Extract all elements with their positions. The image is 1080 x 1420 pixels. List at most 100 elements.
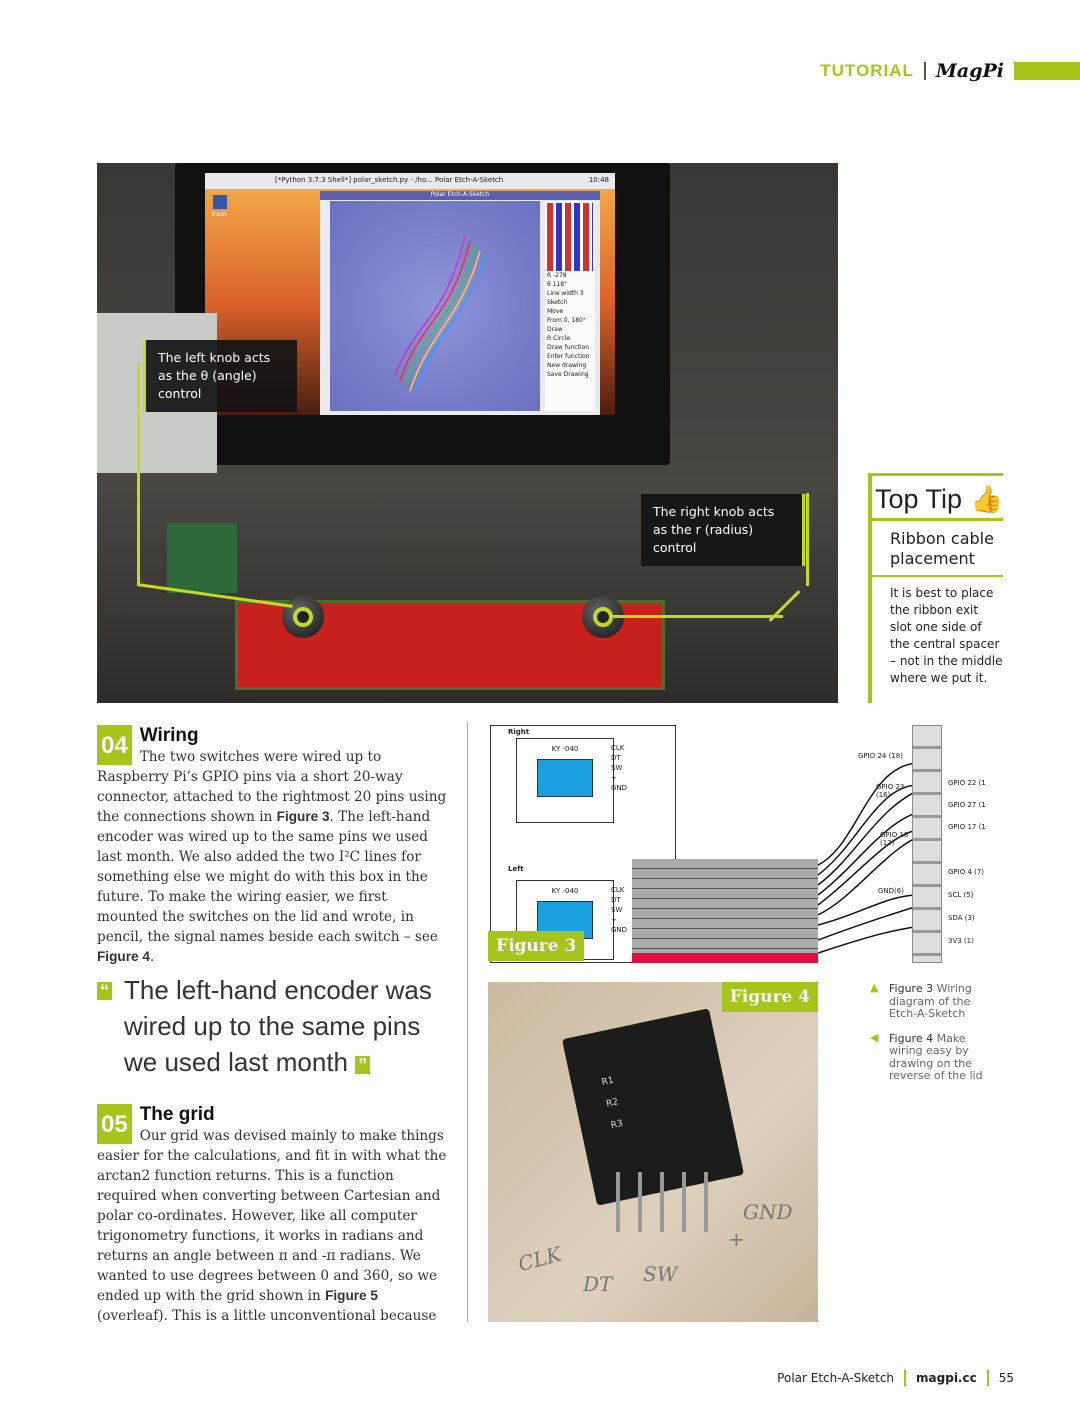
page-header: TUTORIAL MagPi [820, 60, 1080, 82]
taskbar-text: [*Python 3.7.3 Shell*] polar_sketch.py -… [275, 176, 504, 184]
step-number: 05 [97, 1104, 132, 1144]
footer-site-link[interactable]: magpi.cc [916, 1371, 977, 1385]
caption-ref: Figure 4 [889, 1031, 934, 1045]
menu-item: Move [547, 308, 564, 315]
control-panel: R -278 θ 118° Line width 3 Sketch Move F… [545, 201, 595, 411]
top-tip-subtitle: Ribbon cable placement [872, 521, 1003, 577]
trash-label: Trash [211, 211, 227, 218]
menu-item: Save Drawing [547, 371, 589, 378]
callout-right: The right knob acts as the r (radius) co… [641, 494, 805, 566]
gpio-label: GPIO 24 (18) [858, 752, 903, 760]
color-palette [547, 203, 593, 271]
figure-ref: Figure 5 [325, 1288, 378, 1303]
window-title: Polar Etch-A-Sketch [320, 191, 600, 200]
figure-3-label: Figure 3 [488, 931, 585, 961]
top-tip-box: Top Tip👍 Ribbon cable placement It is be… [868, 473, 1003, 703]
menu-item: Line width 3 [547, 290, 584, 297]
menu-item: From 0, 180° [547, 317, 586, 324]
taskbar: [*Python 3.7.3 Shell*] polar_sketch.py -… [205, 173, 615, 189]
encoder-body [537, 759, 593, 797]
accent-bar [1014, 62, 1080, 80]
top-tip-title: Top Tip👍 [872, 473, 1003, 521]
gpio-header [912, 725, 942, 963]
gpio-label: GPIO 17 (1 [948, 823, 986, 831]
pin-label: SW [611, 764, 623, 772]
pull-quote: “ The left-hand encoder was wired up to … [97, 972, 447, 1080]
raspberry-pi [167, 523, 237, 593]
pin-label: DT [611, 754, 621, 762]
polar-plot [330, 201, 540, 411]
caption-ref: Figure 3 [889, 982, 934, 995]
figure-4-label: Figure 4 [721, 982, 818, 1012]
app-window: Polar Etch-A-Sketch R -278 θ 118° Line w… [320, 191, 600, 415]
step-heading: The grid [139, 1104, 215, 1125]
caption-figure-4: ◀ Figure 4 Make wiring easy by drawing on… [870, 1030, 1000, 1083]
callout-line [768, 590, 801, 622]
menu-item: Sketch [547, 299, 568, 306]
triangle-left-icon: ◀ [870, 1030, 879, 1044]
module-label: KY -040 [551, 745, 579, 753]
right-encoder: KY -040 [516, 738, 614, 823]
left-label: Left [508, 865, 524, 873]
gpio-label: SDA (3) [948, 914, 975, 922]
pin-label: + [611, 774, 617, 782]
menu-item: New drawing [547, 362, 587, 369]
footer-title: Polar Etch-A-Sketch [777, 1371, 895, 1385]
magpi-logo: MagPi [935, 60, 1004, 82]
callout-left: The left knob acts as the θ (angle) cont… [143, 340, 297, 412]
handwriting: SW [643, 1262, 678, 1286]
sketch-lines [394, 235, 486, 392]
section-label: TUTORIAL [820, 61, 914, 80]
top-tip-heading: Top Tip [875, 484, 963, 514]
header-pins [598, 1172, 718, 1232]
lid-outline [490, 725, 676, 963]
body-text: The two switches were wired up to Raspbe… [97, 749, 447, 825]
gpio-label: GPIO 4 (7) [948, 868, 985, 876]
caption-text: Make wiring easy by drawing on the rever… [889, 1031, 983, 1082]
screen: [*Python 3.7.3 Shell*] polar_sketch.py -… [205, 173, 615, 415]
step-05: 05 The grid Our grid was devised mainly … [97, 1104, 447, 1326]
pin-label: CLK [611, 886, 625, 894]
close-quote-icon: ” [355, 1056, 371, 1074]
gpio-label: GND(6) [878, 887, 904, 895]
handwriting: CLK [515, 1241, 564, 1277]
gpio-label: 3V3 (1) [948, 937, 974, 945]
ribbon-cable [632, 859, 818, 963]
gpio-label: GPIO 27 (1 [948, 801, 986, 809]
gpio-label: SCL (5) [948, 891, 974, 899]
menu-item: Draw [547, 326, 563, 333]
open-quote-icon: “ [97, 982, 112, 1000]
trash-icon [213, 195, 227, 209]
column-divider [467, 722, 468, 1322]
divider [923, 62, 926, 80]
caption-text: Wiring diagram of the Etch-A-Sketch [889, 982, 972, 1020]
step-04: 04 Wiring The two switches were wired up… [97, 725, 447, 967]
pin-label: DT [611, 896, 621, 904]
divider [986, 1370, 989, 1386]
pin-label: SW [611, 906, 623, 914]
triangle-up-icon: ▲ [870, 981, 879, 994]
callout-line [137, 363, 140, 586]
handwriting: DT [583, 1272, 613, 1296]
ribbon-red-wire [632, 953, 818, 963]
page-number: 55 [998, 1371, 1014, 1385]
menu-item: R Circle [547, 335, 570, 342]
gpio-label: GPIO 18 (12) [880, 831, 909, 847]
body-text: (overleaf). This is a little unconventio… [97, 1308, 437, 1324]
quote-text: The left-hand encoder was wired up to th… [124, 975, 432, 1077]
menu-item: Draw function [547, 344, 590, 351]
figure-ref: Figure 3 [276, 809, 330, 824]
figure-captions: ▲ Figure 3 Wiring diagram of the Etch-A-S… [870, 981, 1000, 1083]
step-heading: Wiring [139, 725, 199, 746]
left-knob-marker [293, 607, 313, 627]
handwriting: GND [743, 1200, 793, 1224]
module-label: KY -040 [551, 887, 579, 895]
pin-label: CLK [611, 744, 625, 752]
pin-label: GND [611, 926, 628, 934]
handwriting: + [728, 1227, 745, 1251]
monitor: [*Python 3.7.3 Shell*] polar_sketch.py -… [175, 163, 670, 465]
right-knob-marker [593, 607, 613, 627]
callout-line [806, 493, 809, 586]
